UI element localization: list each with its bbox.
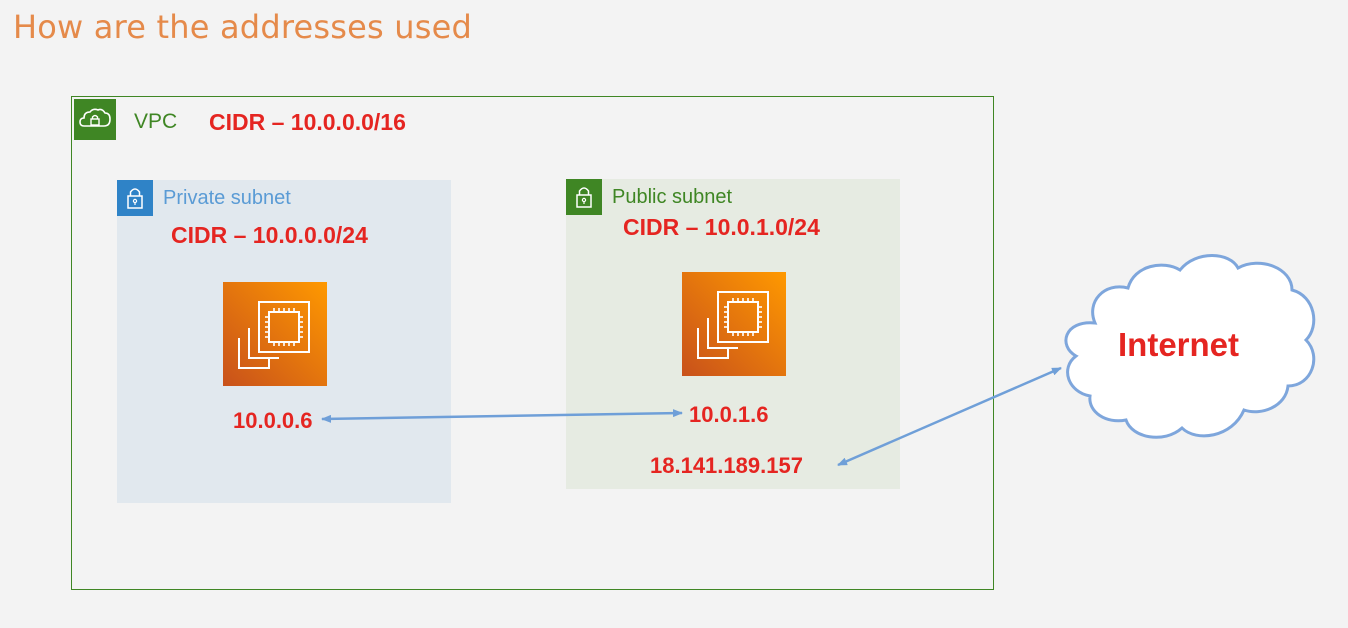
public-instance-public-ip: 18.141.189.157 <box>650 453 803 478</box>
private-ec2-instance-icon <box>223 282 327 386</box>
private-instance-ip: 10.0.0.6 <box>233 408 313 433</box>
public-ec2-instance-icon <box>682 272 786 376</box>
internet-label: Internet <box>1118 326 1240 363</box>
vpc-boundary <box>71 96 994 590</box>
private-to-public-arrow <box>321 409 683 423</box>
private-subnet-lock-icon <box>117 180 153 216</box>
internet-cloud-icon <box>1064 254 1316 439</box>
public-ip-to-internet-arrow <box>837 366 1062 467</box>
public-subnet-cidr: CIDR – 10.0.1.0/24 <box>623 214 820 240</box>
slide-title: How are the addresses used <box>13 8 472 46</box>
vpc-cloud-lock-icon <box>74 99 116 140</box>
public-subnet-lock-icon <box>566 179 602 215</box>
private-subnet-cidr: CIDR – 10.0.0.0/24 <box>171 222 368 248</box>
public-instance-private-ip: 10.0.1.6 <box>689 402 769 427</box>
private-subnet-label: Private subnet <box>163 187 291 209</box>
vpc-label: VPC <box>134 110 178 133</box>
vpc-cidr: CIDR – 10.0.0.0/16 <box>209 109 406 135</box>
public-subnet-label: Public subnet <box>612 186 733 208</box>
